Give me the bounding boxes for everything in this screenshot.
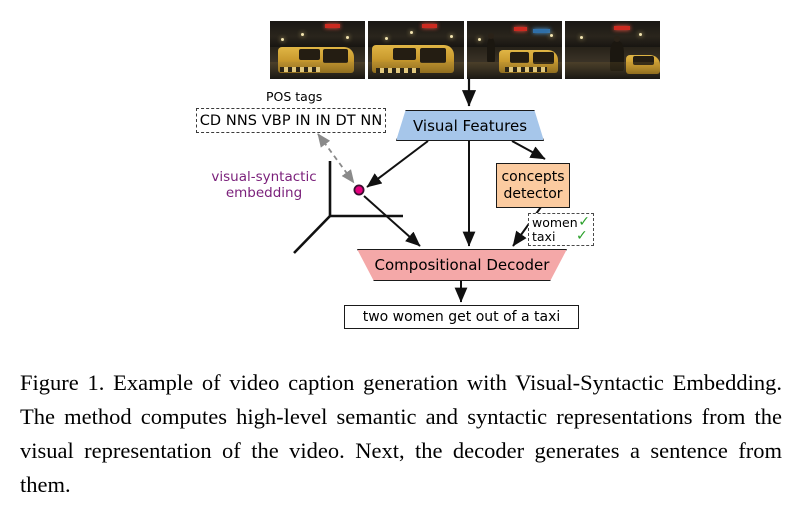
figure-caption: Figure 1. Example of video caption gener… [20,370,782,497]
person-figure [610,35,624,71]
video-frame-2 [368,21,464,79]
embedding-point-marker [353,184,365,196]
video-filmstrip [270,21,660,79]
embedding-axis-depth [293,215,331,254]
wet-road-reflection [368,61,464,79]
concepts-detector-node: concepts detector [496,163,570,208]
street-light-icon [550,33,554,37]
street-light-icon [410,31,414,35]
neon-sign-icon [514,26,528,31]
check-icon: ✓ [576,228,588,244]
street-light-icon [385,37,389,41]
street-light-icon [450,34,454,38]
street-light-icon [281,38,285,42]
pos-tags-value: CD NNS VBP IN IN DT NN [199,112,383,129]
detected-concept-name: taxi [532,228,556,244]
taxi-window [533,52,555,64]
taxi-checker-stripe [504,67,547,73]
concepts-detector-label-line1: concepts [501,168,565,185]
street-light-icon [301,32,305,36]
frame-background-sky [270,21,366,49]
compositional-decoder-label: Compositional Decoder [374,256,550,274]
taxi-window [510,52,530,63]
pos-tags-caption: POS tags [266,89,323,104]
street-light-icon [639,32,643,36]
neon-sign-icon [421,24,437,29]
arrow-visual-features-to-concepts [511,140,546,160]
person-figure [487,33,496,62]
frame-background-sky [368,21,464,49]
taxi-window [393,47,416,61]
visual-syntactic-embedding-label: visual-syntactic embedding [211,169,317,201]
taxi-window [298,48,320,61]
taxi-window [323,48,349,63]
arrow-embedding-to-decoder [363,195,421,247]
neon-sign-icon [325,24,340,29]
street-light-icon [346,36,350,40]
visual-features-label: Visual Features [412,116,528,135]
street-light-icon [477,38,481,42]
wet-road-reflection [564,61,660,79]
visual-features-node: Visual Features [396,110,544,141]
check-icon: ✓ [578,214,590,230]
arrow-visual-features-to-embedding [366,140,429,188]
video-frame-4 [564,21,660,79]
person-head [488,33,495,40]
compositional-decoder-node: Compositional Decoder [357,249,567,281]
neon-sign-icon [614,25,630,30]
detected-concept-name: women [532,214,578,230]
wet-road-reflection [466,61,562,79]
concepts-detector-label-line2: detector [503,185,563,202]
video-frame-3 [466,21,562,79]
taxi-window [419,47,447,63]
detected-concept-item: taxi ✓ [532,228,590,244]
taxi-checker-stripe [279,67,320,73]
detected-concepts-box: women ✓ taxi ✓ [528,213,594,246]
output-sentence-box: two women get out of a taxi [344,305,579,329]
frame-background-sky [466,21,562,49]
detected-concept-item: women ✓ [532,214,590,230]
output-sentence-text: two women get out of a taxi [362,309,561,325]
person-head [614,35,621,42]
pos-tags-box: CD NNS VBP IN IN DT NN [196,108,386,133]
wet-road-reflection [270,61,366,79]
taxi-checker-stripe [375,68,420,74]
neon-sign-icon [533,29,551,34]
street-light-icon [579,36,583,40]
video-frame-1 [270,21,366,79]
taxi-window [633,55,655,66]
